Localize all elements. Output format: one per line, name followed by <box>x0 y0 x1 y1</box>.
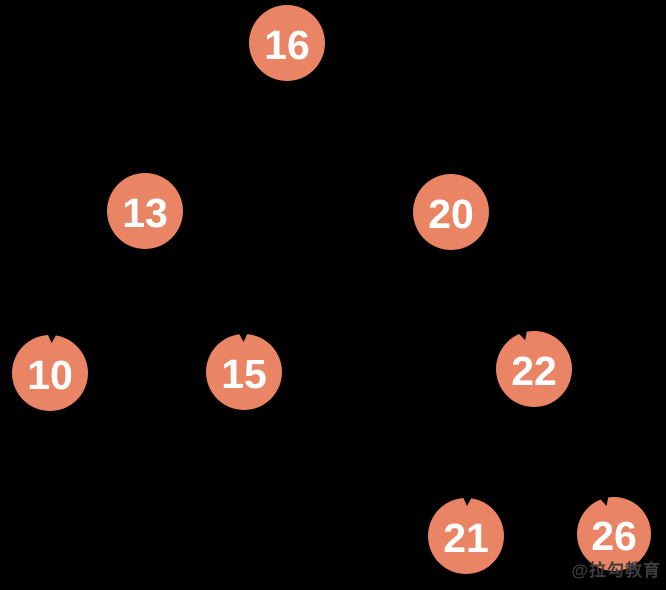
tree-node-circle <box>206 334 282 410</box>
tree-node-circle <box>107 173 183 249</box>
tree-node-16: 16 <box>249 5 325 81</box>
tree-node-value: 22 <box>511 348 557 394</box>
tree-node-value: 16 <box>264 22 310 68</box>
tree-node-circle <box>413 174 489 250</box>
tree-node-value: 13 <box>122 190 168 236</box>
tree-node-circle <box>577 497 651 571</box>
tree-node-26: 26 <box>577 497 651 571</box>
tree-node-circle <box>428 498 504 574</box>
tree-node-value: 20 <box>428 191 474 237</box>
tree-node-15: 15 <box>206 334 282 410</box>
tree-node-13: 13 <box>107 173 183 249</box>
tree-node-value: 10 <box>27 352 73 398</box>
watermark: @拉勾教育 <box>571 561 661 580</box>
tree-node-21: 21 <box>428 498 504 574</box>
edge-arrowhead-notch-15 <box>238 331 249 343</box>
tree-node-22: 22 <box>496 331 572 407</box>
tree-node-circle <box>12 335 88 411</box>
edge-arrowhead-notch-22 <box>517 329 528 341</box>
tree-edge-16-20 <box>286 42 452 213</box>
tree-node-10: 10 <box>12 335 88 411</box>
tree-node-value: 21 <box>443 515 489 561</box>
edge-arrowhead-notch-21 <box>462 495 473 507</box>
tree-node-value: 26 <box>591 513 637 559</box>
edge-arrowhead-notch-10 <box>47 332 58 344</box>
tree-node-value: 15 <box>221 351 267 397</box>
tree-node-circle <box>249 5 325 81</box>
edge-arrowhead-notch-26 <box>599 495 609 506</box>
tree-node-circle <box>496 331 572 407</box>
tree-node-20: 20 <box>413 174 489 250</box>
